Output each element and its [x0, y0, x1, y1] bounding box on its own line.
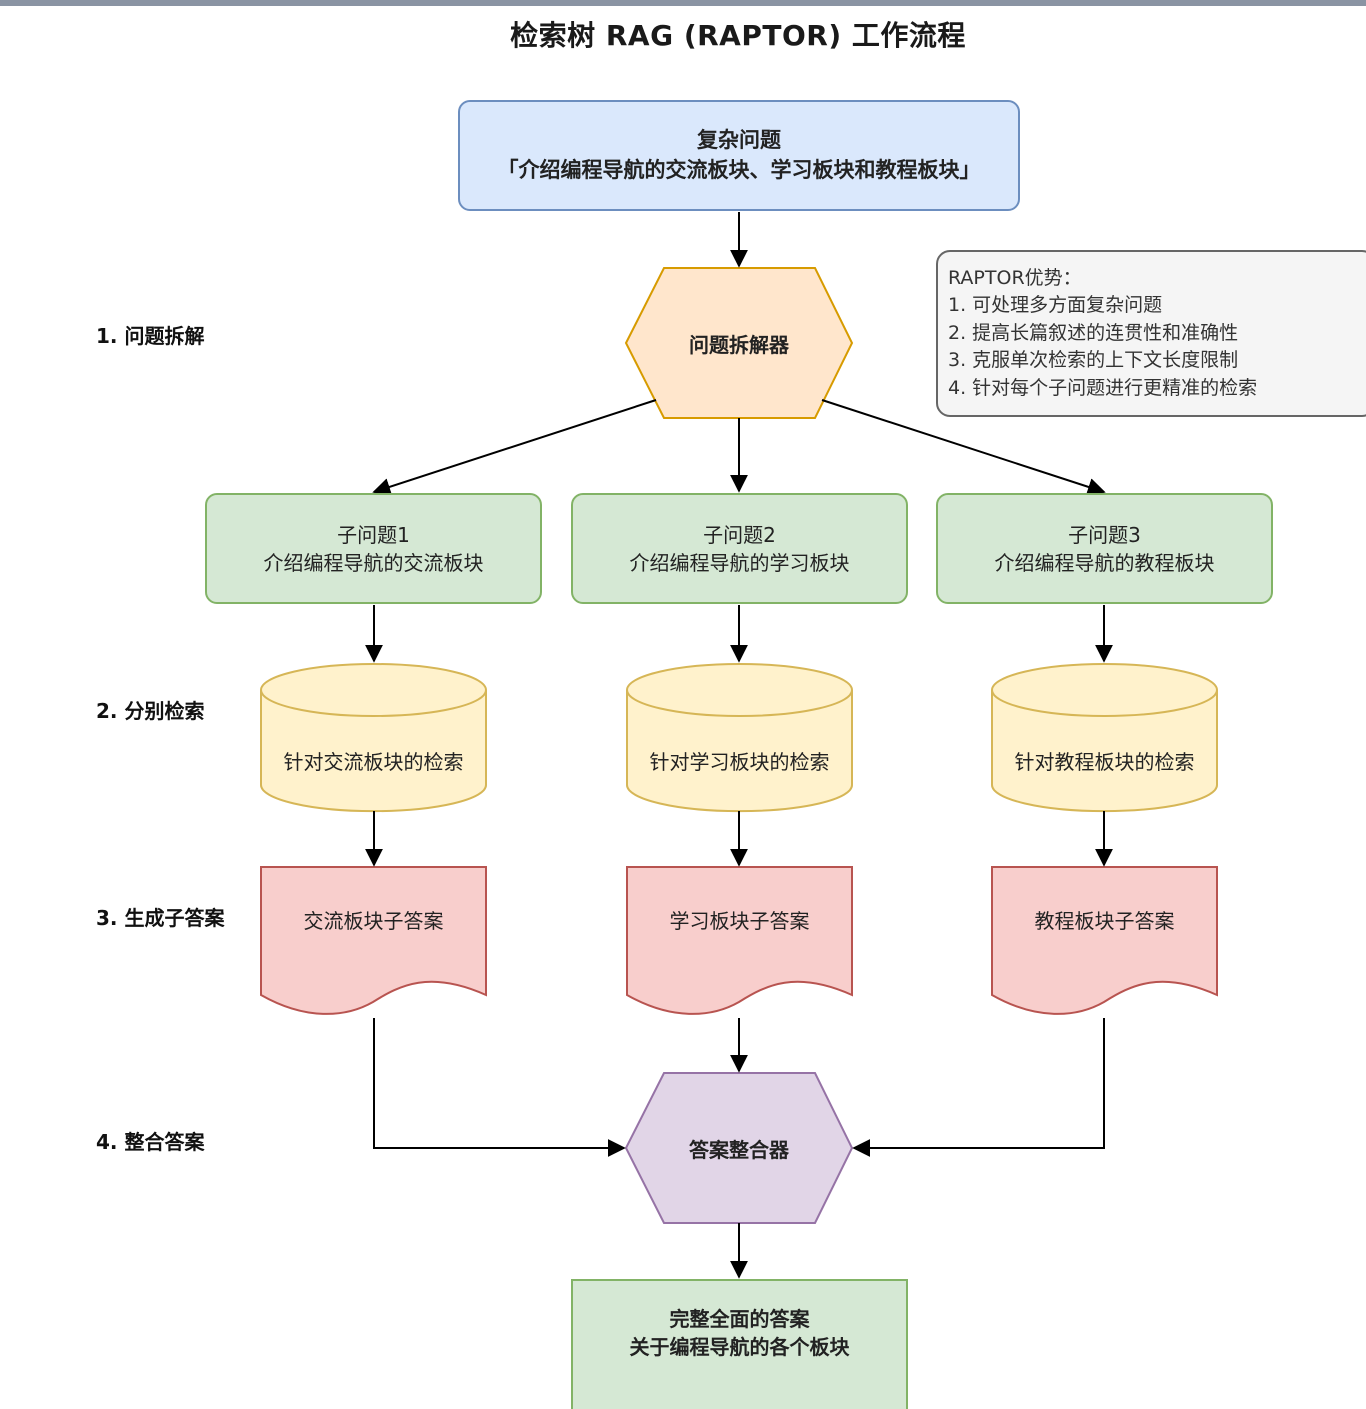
edge-decomposer-sub1 [372, 399, 657, 496]
lane-label-decompose: 1. 问题拆解 [96, 324, 205, 348]
subanswer-document-2 [626, 866, 853, 1015]
lane-label-integrate: 4. 整合答案 [96, 1130, 205, 1154]
edge-answer1-integrator [373, 1018, 626, 1157]
subquestion-text: 介绍编程导航的学习板块 [629, 550, 850, 575]
subquestion-title: 子问题1 [337, 522, 410, 547]
final-answer-text: 关于编程导航的各个板块 [629, 1335, 850, 1359]
lane-label-subanswer: 3. 生成子答案 [96, 906, 225, 930]
integrator-hexagon [624, 1072, 854, 1224]
retrieval-cylinder-3 [991, 663, 1218, 813]
retrieval-label-3: 针对教程板块的检索 [1014, 750, 1195, 774]
complex-question-box: 复杂问题 「介绍编程导航的交流板块、学习板块和教程板块」 [458, 100, 1020, 211]
final-answer-title: 完整全面的答案 [669, 1307, 810, 1331]
retrieval-label-2: 针对学习板块的检索 [649, 750, 830, 774]
complex-question-title: 复杂问题 [697, 128, 781, 153]
subanswer-label-3: 教程板块子答案 [1034, 909, 1175, 933]
subanswer-document-1 [260, 866, 487, 1015]
lane-label-retrieve: 2. 分别检索 [96, 699, 205, 723]
decomposer-label: 问题拆解器 [689, 333, 789, 357]
window-top-bar [0, 0, 1366, 6]
subquestion-box-1: 子问题1 介绍编程导航的交流板块 [205, 493, 542, 604]
subquestion-box-3: 子问题3 介绍编程导航的教程板块 [936, 493, 1273, 604]
advantage-item-4: 4. 针对每个子问题进行更精准的检索 [948, 376, 1258, 399]
retrieval-label-1: 针对交流板块的检索 [283, 750, 464, 774]
edge-answer3-integrator [852, 1018, 1105, 1157]
decomposer-hexagon [624, 267, 854, 419]
complex-question-text: 「介绍编程导航的交流板块、学习板块和教程板块」 [497, 157, 981, 182]
subquestion-box-2: 子问题2 介绍编程导航的学习板块 [571, 493, 908, 604]
subquestion-title: 子问题2 [703, 522, 776, 547]
subanswer-document-3 [991, 866, 1218, 1015]
retrieval-cylinder-2 [626, 663, 853, 813]
subquestion-text: 介绍编程导航的教程板块 [994, 550, 1215, 575]
advantage-item-3: 3. 克服单次检索的上下文长度限制 [948, 349, 1239, 372]
edge-decomposer-sub3 [821, 399, 1106, 496]
advantage-item-1: 1. 可处理多方面复杂问题 [948, 294, 1163, 317]
subquestion-title: 子问题3 [1068, 522, 1141, 547]
advantages-heading: RAPTOR优势： [948, 266, 1082, 289]
retrieval-cylinder-1 [260, 663, 487, 813]
integrator-label: 答案整合器 [689, 1138, 789, 1162]
advantage-item-2: 2. 提高长篇叙述的连贯性和准确性 [948, 321, 1239, 344]
diagram-title: 检索树 RAG (RAPTOR) 工作流程 [510, 19, 966, 52]
final-answer-box: 完整全面的答案 关于编程导航的各个板块 [571, 1279, 908, 1409]
advantages-note: RAPTOR优势： 1. 可处理多方面复杂问题 2. 提高长篇叙述的连贯性和准确… [936, 250, 1366, 417]
subanswer-label-2: 学习板块子答案 [669, 909, 810, 933]
subquestion-text: 介绍编程导航的交流板块 [263, 550, 484, 575]
subanswer-label-1: 交流板块子答案 [303, 909, 444, 933]
